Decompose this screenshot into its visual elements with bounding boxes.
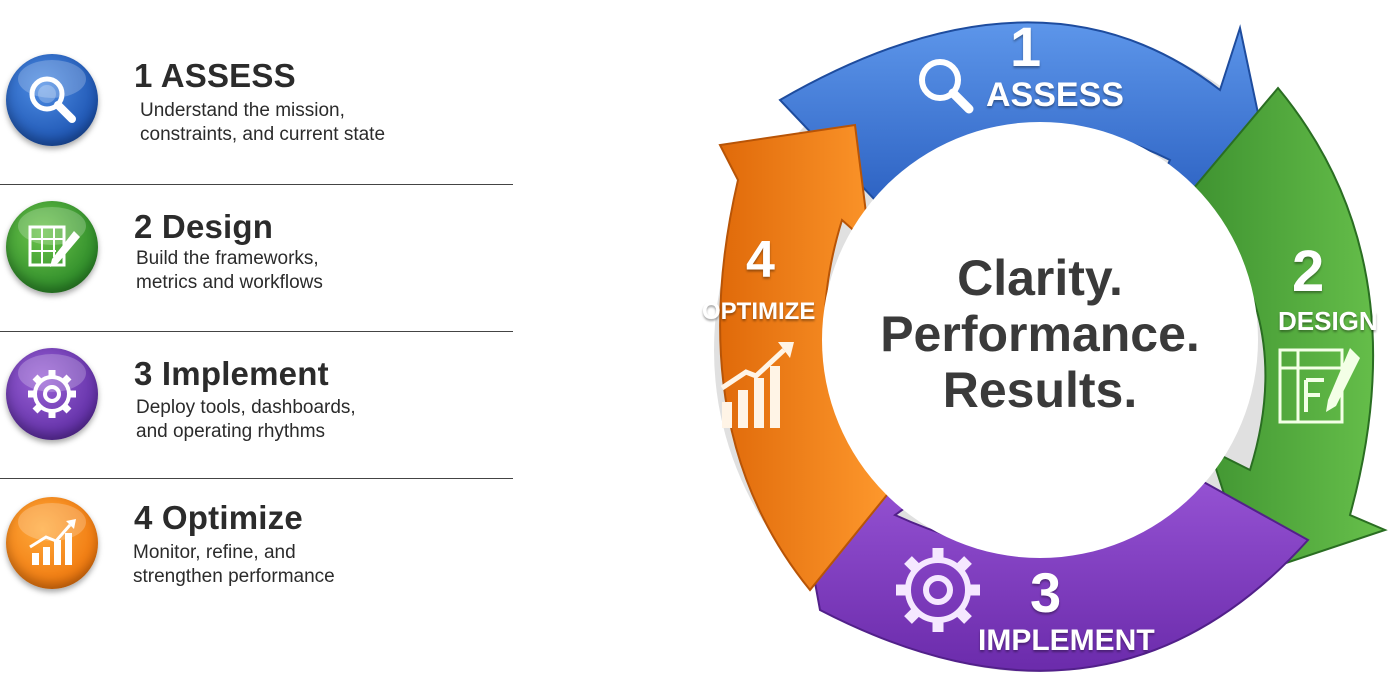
gear-icon <box>6 348 98 440</box>
step-title: 3 Implement <box>134 355 329 392</box>
growth-chart-icon <box>6 497 98 589</box>
step-description: Monitor, refine, and strengthen performa… <box>133 542 335 587</box>
step-optimize: 4 Optimize Monitor, refine, and strength… <box>0 479 515 629</box>
step-assess: 1 ASSESS Understand the mission, constra… <box>0 0 515 185</box>
segment-number: 1 <box>1010 15 1042 78</box>
blueprint-pencil-icon <box>6 201 98 293</box>
step-design: 2 Design Build the frameworks, metrics a… <box>0 185 515 331</box>
magnifier-icon <box>919 59 974 114</box>
step-title: 4 Optimize <box>134 499 303 536</box>
divider <box>0 478 513 479</box>
segment-label: OPTIMIZE <box>702 298 816 325</box>
growth-chart-icon <box>720 342 794 428</box>
magnifier-icon <box>6 54 98 146</box>
cycle-diagram: 1 ASSESS 2 DESIGN 3 IMPLEMENT 4 OPTIMIZE… <box>680 0 1391 699</box>
step-title: 2 Design <box>134 208 274 245</box>
segment-label: IMPLEMENT <box>978 624 1155 657</box>
segment-number: 2 <box>1292 239 1325 304</box>
segment-label: DESIGN <box>1278 306 1378 336</box>
step-implement: 3 Implement Deploy tools, dashboards, an… <box>0 332 515 479</box>
gear-icon <box>896 548 980 632</box>
segment-number: 4 <box>746 231 775 289</box>
divider <box>0 331 513 332</box>
step-description: Build the frameworks, metrics and workfl… <box>136 248 323 293</box>
step-description: Deploy tools, dashboards, and operating … <box>136 397 356 442</box>
segment-number: 3 <box>1030 561 1062 624</box>
step-title: 1 ASSESS <box>134 57 296 94</box>
center-slogan: Clarity. Performance. Results. <box>880 250 1200 418</box>
blueprint-pencil-icon <box>1278 348 1360 424</box>
divider <box>0 184 513 185</box>
step-description: Understand the mission, constraints, and… <box>140 100 386 145</box>
segment-label: ASSESS <box>986 76 1124 114</box>
step-list: 1 ASSESS Understand the mission, constra… <box>0 0 515 699</box>
